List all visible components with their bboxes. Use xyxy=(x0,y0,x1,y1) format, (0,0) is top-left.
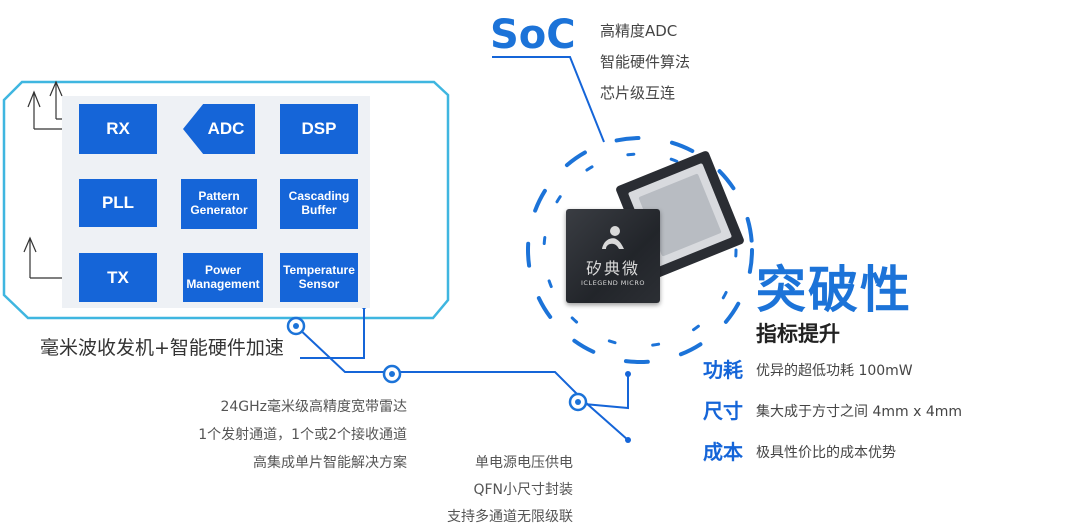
metric-desc-power: 优异的超低功耗 100mW xyxy=(756,363,913,379)
radar-info-line: 高集成单片智能解决方案 xyxy=(253,455,407,471)
package-info-line: 单电源电压供电 xyxy=(475,455,573,471)
diagram-caption: 毫米波收发机+智能硬件加速 xyxy=(40,337,284,359)
cascading-buffer-block: Cascading Buffer xyxy=(280,179,358,229)
dsp-block: DSP xyxy=(280,104,358,154)
pattern-generator-block: Pattern Generator xyxy=(181,179,257,229)
metric-desc-cost: 极具性价比的成本优势 xyxy=(756,445,896,461)
metric-label-size: 尺寸 xyxy=(703,399,743,423)
connector-line-d xyxy=(583,374,629,410)
radar-info-line: 24GHz毫米级高精度宽带雷达 xyxy=(220,399,407,415)
ring-marker xyxy=(575,399,581,405)
chip-ring-outer xyxy=(526,136,754,364)
connector-line-b xyxy=(300,305,365,359)
soc-feature: 高精度ADC xyxy=(600,22,678,40)
power-management-block: Power Management xyxy=(183,253,263,302)
breakthrough-subtitle: 指标提升 xyxy=(756,322,840,346)
connector-line-a xyxy=(295,325,629,441)
chip-brand-text: ICLEGEND MICRO xyxy=(581,279,645,287)
breakthrough-title: 突破性 xyxy=(756,261,912,319)
chip-logo-icon xyxy=(598,225,628,251)
package-info-line: 支持多通道无限级联 xyxy=(447,509,573,525)
ring-marker xyxy=(293,323,299,329)
metric-label-cost: 成本 xyxy=(703,440,743,464)
package-info-line: QFN小尺寸封装 xyxy=(473,482,573,498)
soc-feature: 芯片级互连 xyxy=(600,84,676,102)
metric-label-power: 功耗 xyxy=(703,358,743,382)
tx-block: TX xyxy=(79,253,157,302)
rx-block: RX xyxy=(79,104,157,154)
metric-desc-size: 集大成于方寸之间 4mm x 4mm xyxy=(756,404,963,420)
soc-feature: 智能硬件算法 xyxy=(600,53,691,71)
adc-label: ADC xyxy=(207,119,245,139)
chip-ring-inner xyxy=(542,152,738,348)
ring-marker xyxy=(389,371,395,377)
soc-pointer-line xyxy=(492,56,605,143)
chip-logo-text: 矽典微 xyxy=(585,259,640,278)
soc-title: SoC xyxy=(490,12,576,58)
pll-block: PLL xyxy=(79,179,157,227)
chip-image: 矽典微 ICLEGEND MICRO xyxy=(566,209,660,303)
connector-dot xyxy=(625,371,631,377)
radar-info-line: 1个发射通道，1个或2个接收通道 xyxy=(198,427,407,443)
diagram-frame xyxy=(2,80,450,320)
connector-dot xyxy=(625,437,631,443)
temperature-sensor-block: Temperature Sensor xyxy=(280,253,358,302)
